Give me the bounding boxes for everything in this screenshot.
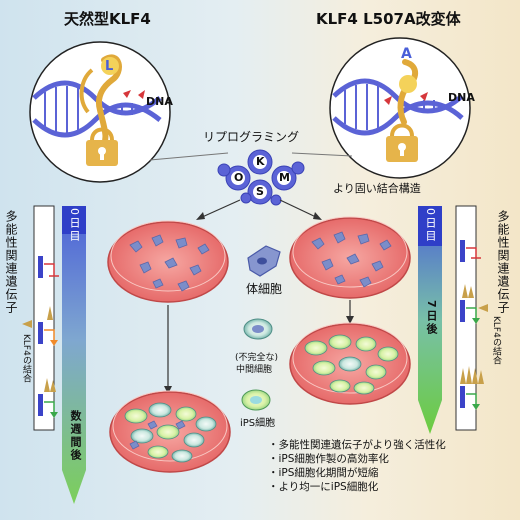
right-gene-schematic bbox=[455, 205, 488, 431]
letter-a: A bbox=[401, 46, 412, 62]
ips-cell-label: iPS細胞 bbox=[240, 418, 276, 429]
somatic-cell-label: 体細胞 bbox=[246, 282, 283, 296]
ips-cell-nucleus bbox=[250, 396, 262, 404]
left-result-dish bbox=[109, 390, 231, 473]
native-klf4-dna-diagram bbox=[29, 41, 171, 183]
title-klf4-l507a: KLF4 L507A改変体 bbox=[316, 10, 461, 28]
intermediate-cell-label-1: (不完全な) bbox=[235, 353, 279, 363]
arrow-to-left-dish bbox=[199, 199, 241, 219]
left-gene-schematic bbox=[22, 205, 59, 431]
right-day0-cap bbox=[418, 206, 442, 246]
connector-line-right bbox=[291, 152, 353, 157]
summary-item: より均一にiPS細胞化 bbox=[268, 480, 446, 494]
factor-m: M bbox=[279, 171, 290, 184]
day0-label-left: 0日目 bbox=[68, 208, 81, 243]
factor-k: K bbox=[256, 155, 265, 168]
arrow-to-right-dish bbox=[279, 199, 319, 219]
right-timeline-bar bbox=[418, 206, 442, 434]
pluripotency-genes-right: 多能性関連遺伝子 bbox=[496, 210, 510, 314]
dna-label-left: DNA bbox=[146, 95, 173, 108]
intermediate-cell-nucleus bbox=[252, 325, 264, 333]
l507a-dna-diagram bbox=[329, 37, 471, 179]
reprogramming-label: リプログラミング bbox=[203, 130, 300, 144]
connector-line-left bbox=[149, 152, 229, 161]
left-initial-dish bbox=[107, 220, 229, 303]
right-result-dish bbox=[289, 322, 411, 405]
letter-l: L bbox=[105, 59, 114, 74]
kosm-factor-cluster bbox=[217, 149, 305, 206]
day7-label: 7日後 bbox=[425, 300, 438, 336]
tighter-binding-label: より固い結合構造 bbox=[333, 182, 421, 195]
klf4-binding-right: KLF4の結合 bbox=[491, 316, 501, 365]
summary-item: iPS細胞作製の高効率化 bbox=[268, 452, 446, 466]
summary-item: 多能性関連遺伝子がより強く活性化 bbox=[268, 438, 446, 452]
left-timeline-bar bbox=[62, 206, 86, 504]
left-day0-cap bbox=[62, 206, 86, 234]
intermediate-cell-label-2: 中間細胞 bbox=[236, 365, 273, 375]
factor-s: S bbox=[256, 185, 264, 198]
dna-label-right: DNA bbox=[448, 91, 475, 104]
weeks-later-label: 数週間後 bbox=[69, 410, 82, 462]
summary-item: iPS細胞化期間が短縮 bbox=[268, 466, 446, 480]
summary-list: 多能性関連遺伝子がより強く活性化 iPS細胞作製の高効率化 iPS細胞化期間が短… bbox=[268, 438, 446, 494]
title-native-klf4: 天然型KLF4 bbox=[64, 10, 151, 28]
day0-label-right: 0日目 bbox=[424, 208, 437, 243]
somatic-cell-nucleus bbox=[257, 257, 267, 265]
klf4-binding-left: KLF4の結合 bbox=[21, 334, 31, 383]
right-initial-dish bbox=[289, 216, 411, 299]
factor-o: O bbox=[234, 171, 244, 184]
pluripotency-genes-left: 多能性関連遺伝子 bbox=[4, 210, 18, 314]
